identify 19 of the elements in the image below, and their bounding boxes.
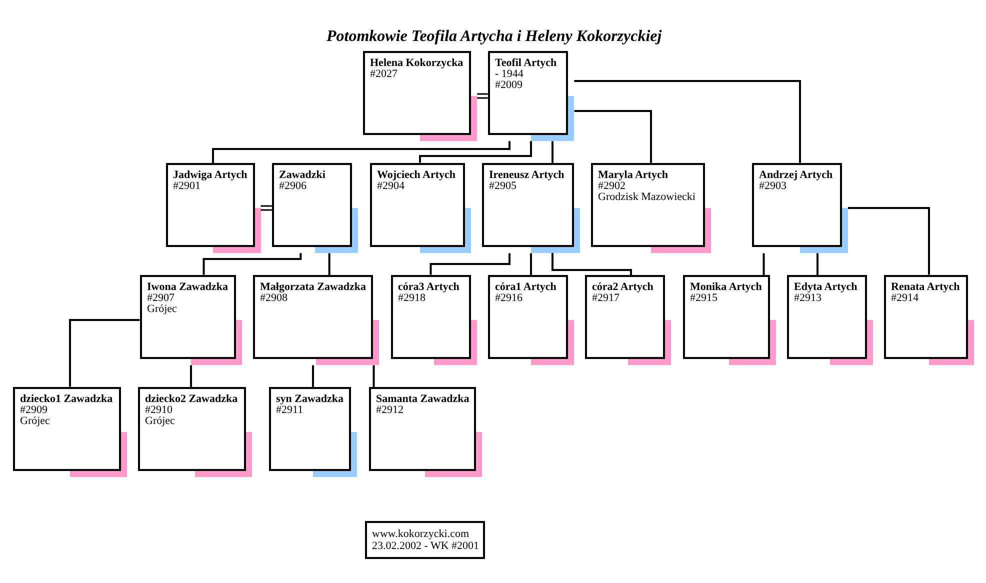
connector [551,141,553,163]
connector [574,80,800,163]
diagram-title: Potomkowie Teofila Artycha i Heleny Kokorzyckiej [326,28,662,45]
connector [328,253,330,275]
connector [429,253,510,275]
connector [372,365,374,387]
connector [68,319,140,387]
connector [574,110,652,163]
connector [418,141,532,163]
connector [551,253,632,275]
node-box: www.kokorzycki.com 23.02.2002 - WK #2001 [364,521,484,559]
connector [530,253,532,275]
connector [476,93,488,99]
connector [816,253,818,275]
connector [312,365,314,387]
connector [260,205,272,211]
connector [190,365,192,387]
connector [848,207,930,275]
connector [762,253,764,275]
